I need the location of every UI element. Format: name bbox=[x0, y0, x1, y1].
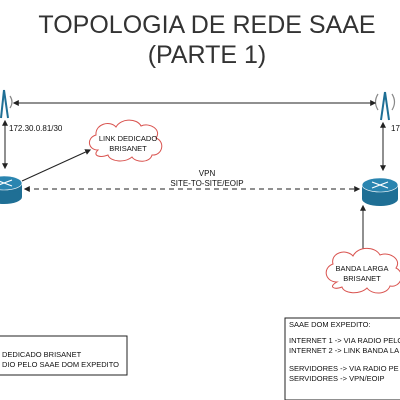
right-box-line: SERVIDORES -> VIA RADIO PE bbox=[289, 364, 399, 373]
left-box-line1: DEDICADO BRISANET bbox=[2, 350, 82, 359]
vpn-type-label: SITE-TO-SITE/EOIP bbox=[170, 179, 243, 188]
left-link-ip-label: 172.30.0.81/30 bbox=[9, 124, 63, 133]
broadband-cloud-label-line1: BANDA LARGA bbox=[336, 264, 389, 273]
diagram-title-line1: TOPOLOGIA DE REDE SAAE bbox=[38, 11, 375, 39]
broadband-cloud-label-line2: BRISANET bbox=[343, 274, 381, 283]
right-box-line: INTERNET 2 -> LINK BANDA LA bbox=[289, 346, 399, 355]
left-box-line2: DIO PELO SAAE DOM EXPEDITO bbox=[2, 360, 119, 369]
dedicated-link-cloud-icon bbox=[89, 119, 163, 162]
right-router-icon bbox=[361, 177, 399, 206]
right-info-box bbox=[284, 317, 400, 400]
broadband-cloud-icon bbox=[325, 247, 400, 294]
vpn-label: VPN bbox=[199, 169, 216, 178]
dedicated-cloud-link bbox=[21, 149, 92, 182]
right-box-line: INTERNET 1 -> VIA RADIO PELO bbox=[289, 336, 400, 345]
left-info-box bbox=[0, 335, 128, 376]
dedicated-cloud-label-line2: BRISANET bbox=[109, 144, 147, 153]
diagram-title-line2: (PARTE 1) bbox=[148, 41, 267, 69]
right-link-ip-label: 17 bbox=[391, 124, 400, 133]
dedicated-cloud-label-line1: LINK DEDICADO bbox=[99, 134, 158, 143]
right-radio-tower-icon bbox=[374, 91, 396, 121]
right-box-line: SERVIDORES -> VPN/EOIP bbox=[289, 374, 385, 383]
right-box-heading: SAAE DOM EXPEDITO: bbox=[289, 320, 371, 329]
left-radio-tower-icon bbox=[0, 89, 13, 119]
left-router-icon bbox=[0, 175, 23, 204]
